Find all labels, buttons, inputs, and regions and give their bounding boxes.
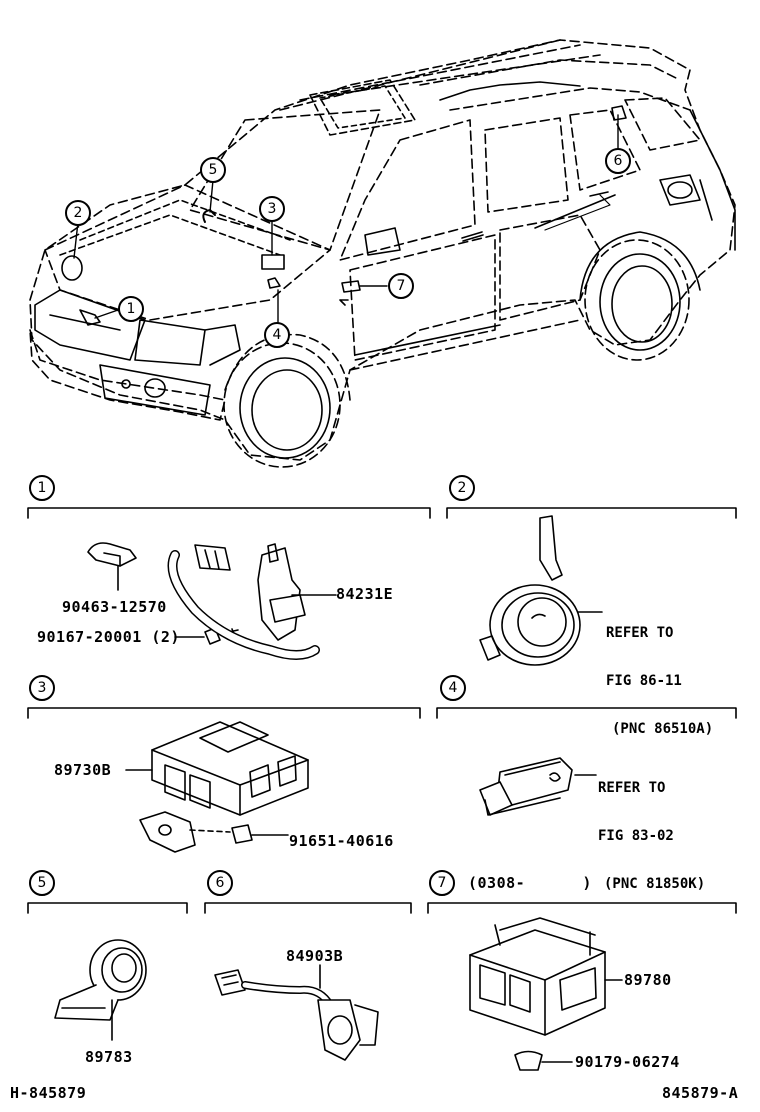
part-number-89780: 89780	[624, 971, 672, 989]
section-5-number: 5	[29, 870, 55, 896]
part-number-89730B: 89730B	[54, 761, 112, 779]
refer-line-2: FIG 83-02	[598, 828, 674, 844]
vehicle-callout-4: 4	[264, 322, 290, 348]
section-4-number: 4	[440, 675, 466, 701]
refer-line-2: FIG 86-11	[606, 673, 682, 689]
section-3-number: 3	[29, 675, 55, 701]
part-number-90179-06274: 90179-06274	[575, 1053, 680, 1071]
part-5-indicator	[54, 939, 147, 1041]
refer-fig-86-11: REFER TO FIG 86-11 (PNC 86510A)	[606, 593, 713, 769]
part-number-89783: 89783	[85, 1048, 133, 1066]
vehicle-callout-2: 2	[65, 200, 91, 226]
refer-line-1: REFER TO	[606, 625, 674, 641]
vehicle-body-outline	[29, 39, 736, 468]
refer-fig-83-02: REFER TO FIG 83-02 (PNC 81850K)	[598, 748, 705, 924]
part-2-horn	[479, 515, 603, 666]
refer-line-1: REFER TO	[598, 780, 666, 796]
refer-line-3: (PNC 86510A)	[612, 721, 714, 737]
vehicle-callout-6: 6	[605, 148, 631, 174]
section-brackets	[27, 507, 737, 914]
vehicle-callout-1: 1	[118, 296, 144, 322]
part-number-90463-12570: 90463-12570	[62, 598, 167, 616]
vehicle-callout-7: 7	[388, 273, 414, 299]
section-7-number: 7	[429, 870, 455, 896]
section-7-date-range: (0308- )	[468, 874, 592, 892]
part-number-90167-20001: 90167-20001 (2)	[37, 628, 180, 646]
vehicle-callout-3: 3	[259, 196, 285, 222]
part-3-control-unit	[125, 721, 309, 853]
section-2-number: 2	[449, 475, 475, 501]
footer-figure-number: 845879-A	[662, 1084, 739, 1102]
callout-leaders	[73, 114, 619, 325]
part-number-91651-40616: 91651-40616	[289, 832, 394, 850]
part-4-security-switch	[479, 757, 597, 816]
section-1-number: 1	[29, 475, 55, 501]
refer-line-3: (PNC 81850K)	[604, 876, 706, 892]
footer-drawing-number: H-845879	[10, 1084, 87, 1102]
part-7-module	[469, 917, 623, 1071]
part-number-84231E: 84231E	[336, 585, 394, 603]
part-number-84903B: 84903B	[286, 947, 344, 965]
part-1-sensor-assembly	[87, 542, 337, 660]
vehicle-callout-5: 5	[200, 157, 226, 183]
section-6-number: 6	[207, 870, 233, 896]
part-6-harness	[214, 964, 379, 1061]
